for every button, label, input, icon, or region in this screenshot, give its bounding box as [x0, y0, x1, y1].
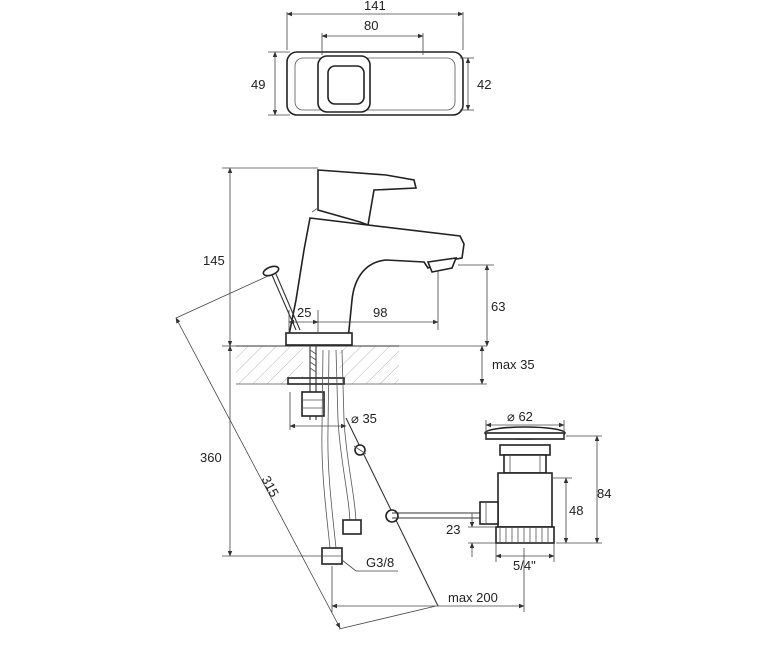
- dimension-max-35: max 35: [492, 357, 535, 372]
- countertop-hatch-right: [339, 346, 399, 384]
- top-view-handle-inner: [327, 65, 365, 105]
- dimension-84: 84: [597, 486, 611, 501]
- pop-up-knob: [262, 265, 280, 277]
- top-view-base-plate: [286, 51, 464, 116]
- dimension-25: 25: [297, 305, 311, 320]
- drain-side-port: [479, 501, 499, 525]
- dimension-49: 49: [251, 77, 265, 92]
- drain-linkage: [345, 417, 480, 607]
- dimension-dia-35: ⌀ 35: [351, 411, 377, 426]
- dimension-98: 98: [373, 305, 387, 320]
- faucet-lever-handle: [317, 169, 418, 227]
- dimension-42: 42: [477, 77, 491, 92]
- side-dimensions: 145 360 315 25 98 63 ⌀ 35 ⌀ 62: [175, 167, 611, 630]
- linkage-clip: [385, 509, 399, 523]
- dimension-max-200: max 200: [448, 590, 498, 605]
- top-view-base-inner: [294, 57, 456, 111]
- dimension-63: 63: [491, 299, 505, 314]
- dimension-360: 360: [200, 450, 222, 465]
- dimension-145: 145: [203, 253, 225, 268]
- dimension-48: 48: [569, 503, 583, 518]
- hose-connector-right: [342, 519, 362, 535]
- dimension-315: 315: [259, 473, 282, 499]
- faucet-aerator: [426, 257, 458, 273]
- thread-5-4: 5/4": [513, 558, 536, 573]
- dimension-23: 23: [446, 522, 460, 537]
- countertop-section: max 35: [236, 345, 535, 385]
- dimension-141: 141: [364, 0, 386, 13]
- drain-thread: [495, 526, 555, 544]
- drain-flange: [499, 444, 551, 456]
- drain-body: [497, 472, 553, 528]
- thread-g3-8: G3/8: [366, 555, 394, 570]
- mounting-nut: [301, 391, 325, 417]
- pop-up-drain: [479, 426, 566, 544]
- dimension-dia-62: ⌀ 62: [507, 409, 533, 424]
- top-view: 141 80 49 42: [251, 0, 491, 116]
- faucet-base: [285, 332, 353, 346]
- dimension-80: 80: [364, 18, 378, 33]
